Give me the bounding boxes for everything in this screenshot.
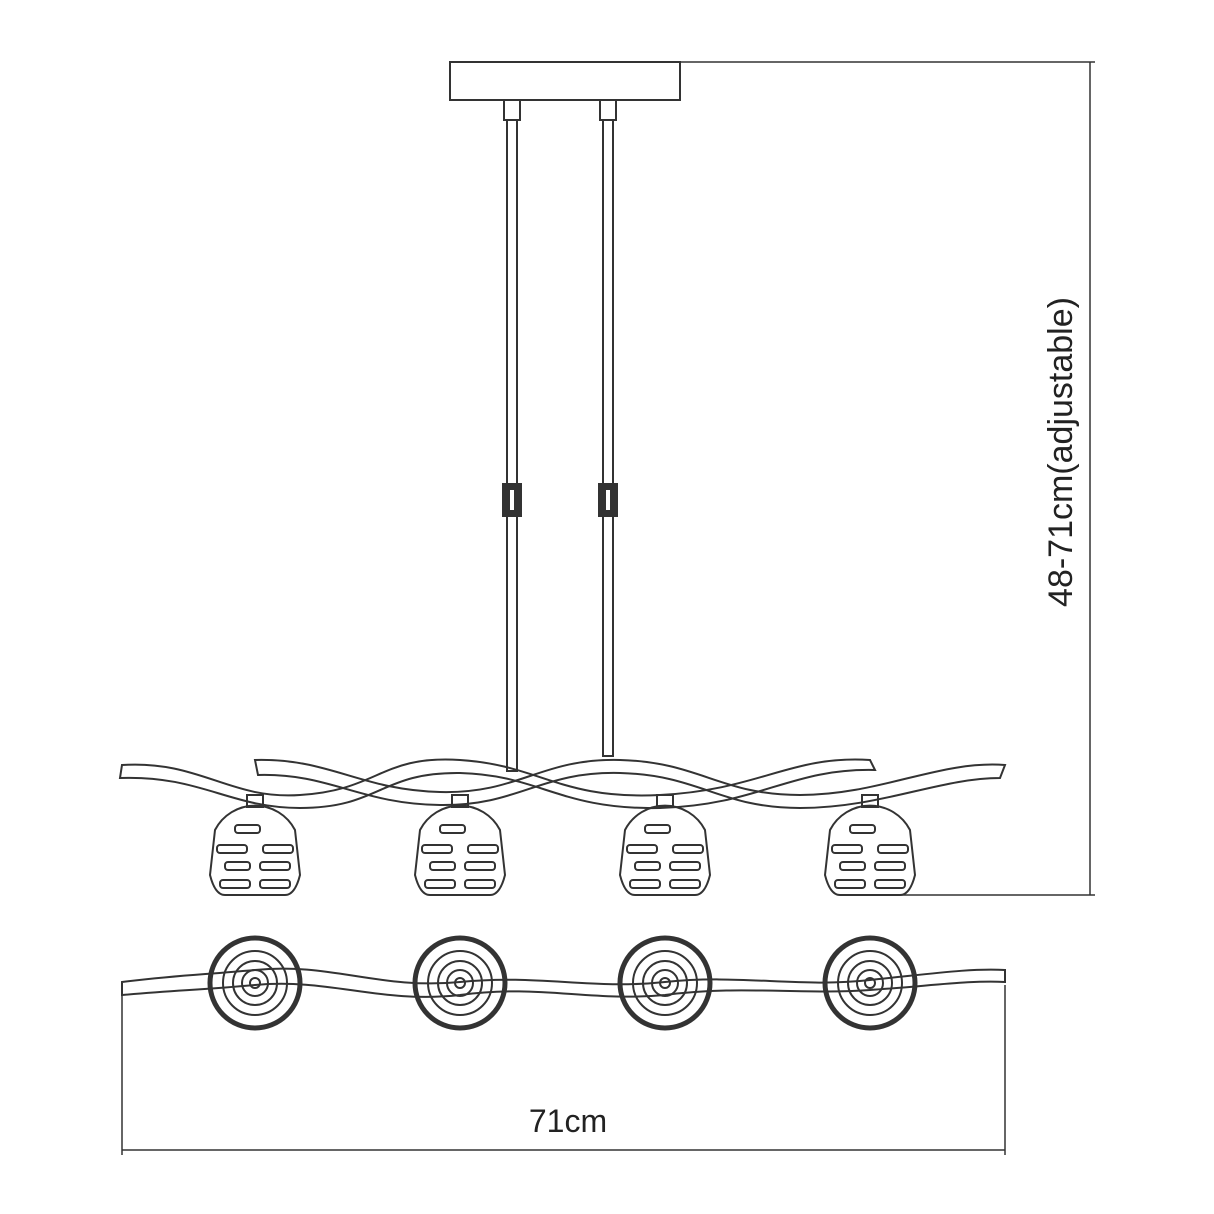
height-dimension-line: [680, 61, 1095, 896]
globe-shade-side: [618, 794, 712, 896]
wavy-arms-side: [118, 758, 1007, 810]
globe-shade-bottom: [822, 935, 918, 1031]
suspension-rod-left: [502, 99, 522, 772]
wavy-arms-bottom-view: [121, 967, 1006, 998]
globe-shade-bottom: [617, 935, 713, 1031]
globe-shade-bottom: [207, 935, 303, 1031]
ceiling-canopy: [449, 61, 681, 101]
width-dimension-label: 71cm: [529, 1103, 607, 1139]
width-dimension-line: [121, 985, 1006, 1155]
globe-shade-bottom: [412, 935, 508, 1031]
height-dimension-label: 48-71cm(adjustable): [1042, 297, 1080, 607]
suspension-rod-right: [598, 99, 618, 757]
globe-shade-side: [823, 794, 917, 896]
globe-shade-side: [413, 794, 507, 896]
globe-shade-side: [208, 794, 302, 896]
